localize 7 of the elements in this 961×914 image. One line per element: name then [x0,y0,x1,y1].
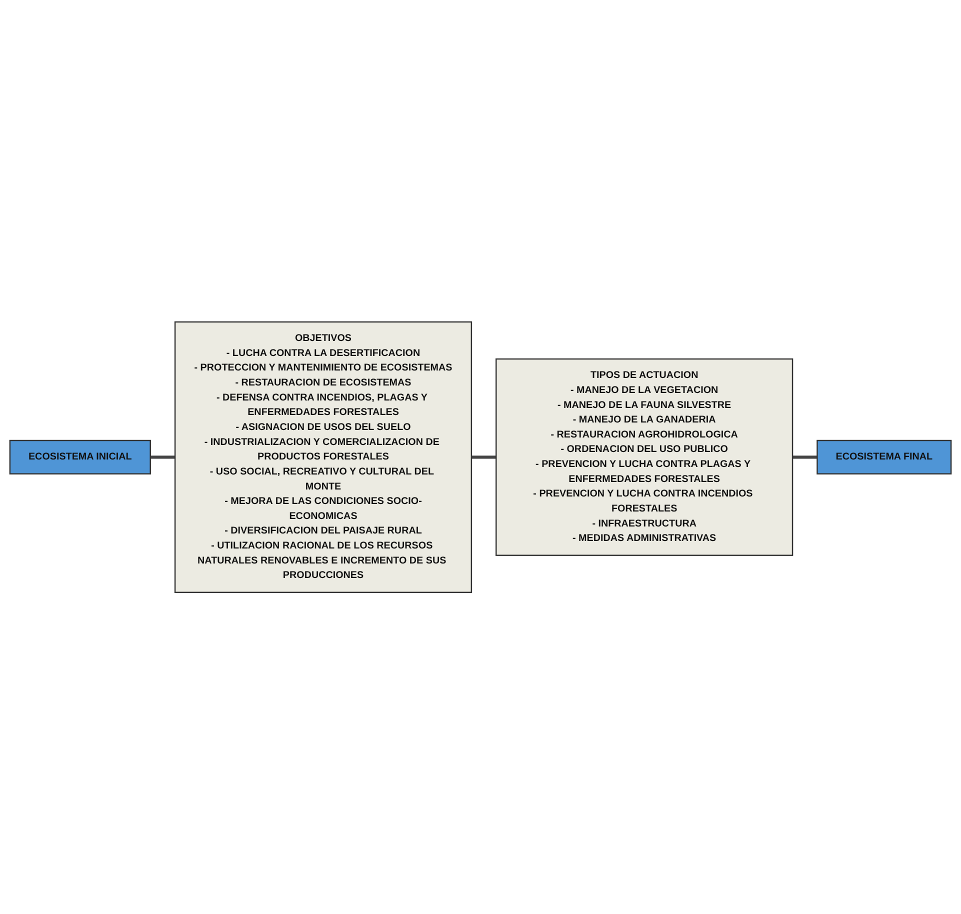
node-box: ECOSISTEMA FINAL [816,440,952,474]
node-box: OBJETIVOS - LUCHA CONTRA LA DESERTIFICACION - PROTECCION Y MANTENIMIENTO DE ECOSISTEMAS - RESTAURACION DE ECOSISTEMAS - DEFENSA CONTRA INCENDIOS, PLAGAS Y ENFERMEDADES FORESTALES - ASIGNACION DE USOS DEL SUELO - INDUSTRIALIZACION Y COMERCIALIZACION DE PRODUCTOS FORESTALES - USO SOCIAL, RECREATIVO Y CULTURAL DEL MONTE - MEJORA DE LAS CONDICIONES SOCIO-ECONOMICAS - DIVERSIFICACION DEL PAISAJE RURAL - UTILIZACION RACIONAL DE LOS RECURSOS NATURALES RENOVABLES E INCREMENTO DE SUS PRODUCCIONES [174,321,472,593]
node-box: TIPOS DE ACTUACION - MANEJO DE LA VEGETACION - MANEJO DE LA FAUNA SILVESTRE - MANEJO DE LA GANADERIA - RESTAURACION AGROHIDROLOGICA - ORDENACION DEL USO PUBLICO - PREVENCION Y LUCHA CONTRA PLAGAS Y ENFERMEDADES FORESTALES - PREVENCION Y LUCHA CONTRA INCENDIOS FORESTALES - INFRAESTRUCTURA - MEDIDAS ADMINISTRATIVAS [496,358,794,556]
node-box: ECOSISTEMA INICIAL [9,440,151,474]
connector [150,455,176,459]
connector [471,455,496,459]
connector [792,455,818,459]
